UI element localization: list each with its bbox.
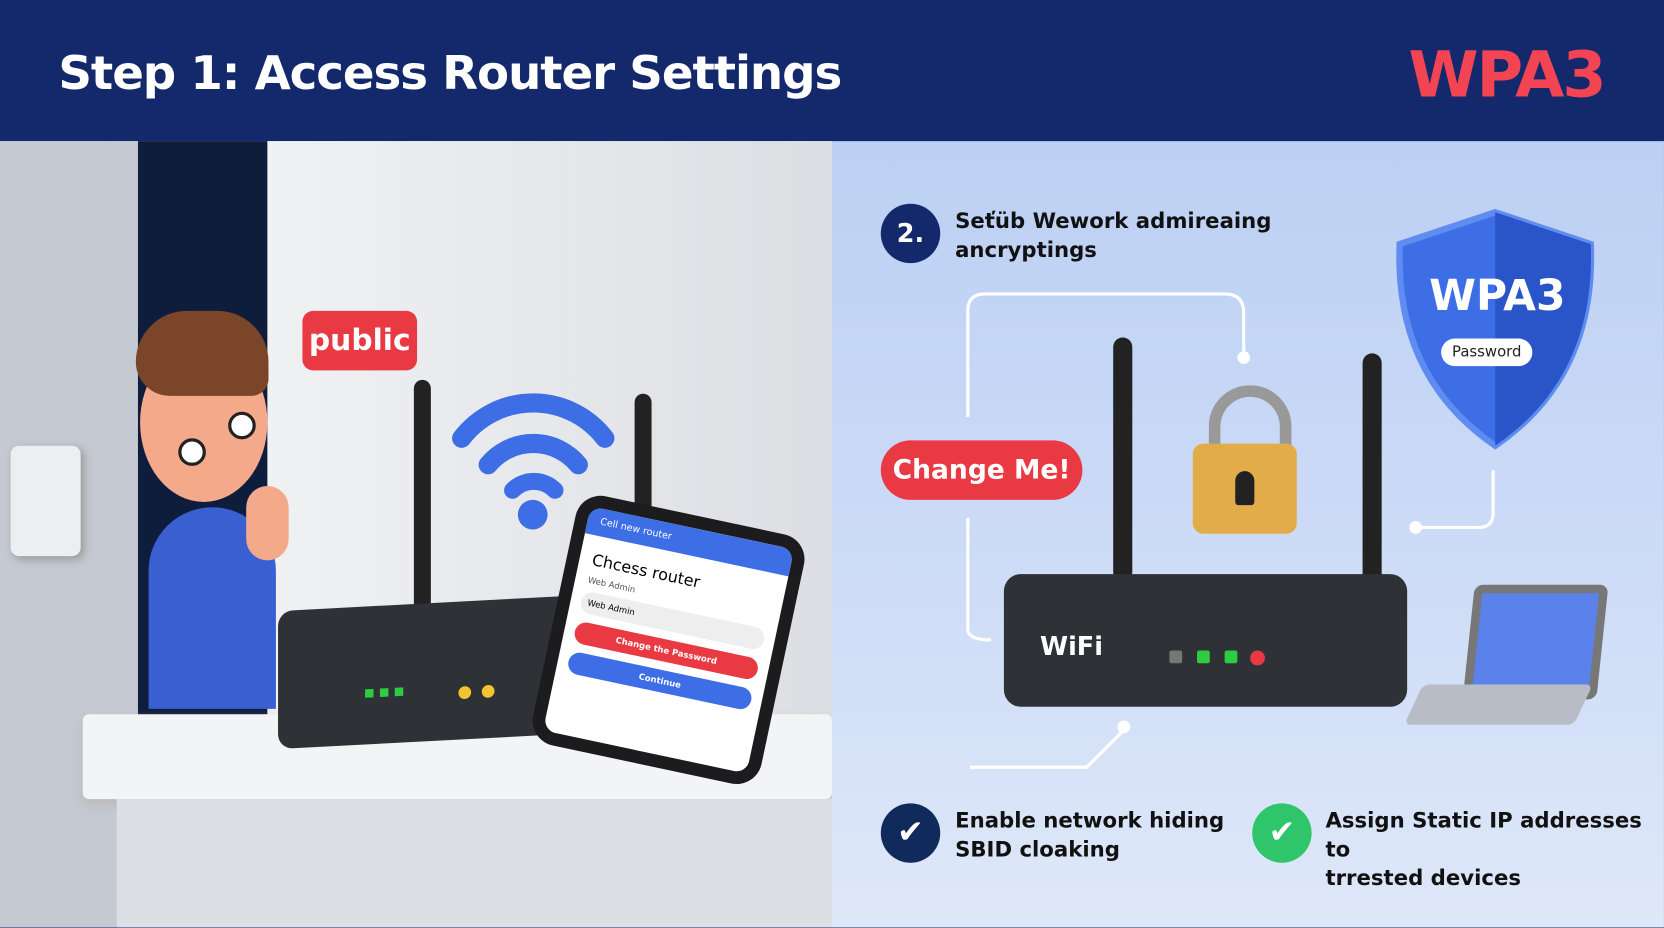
left-scene: public Cell new router Chcess router Web… xyxy=(0,141,832,928)
page-title: Step 1: Access Router Settings xyxy=(58,46,842,101)
person-eye xyxy=(178,438,206,466)
check-item: Assign Static IP addresses to trrested d… xyxy=(1325,807,1664,893)
router-wifi-label: WiFi xyxy=(1039,631,1103,662)
shield-password-label: Password xyxy=(1441,338,1533,367)
antenna xyxy=(1113,337,1133,582)
table-body xyxy=(116,799,832,928)
shield-title: WPA3 xyxy=(1429,271,1566,321)
antenna xyxy=(1362,353,1382,598)
laptop-icon xyxy=(1462,584,1609,700)
step-text-line: Seťüb Wework admireaing xyxy=(955,207,1272,234)
check-icon: ✔ xyxy=(880,803,941,863)
person-hand xyxy=(246,486,289,561)
person-hair xyxy=(135,310,269,396)
brand-wpa3: WPA3 xyxy=(1408,38,1606,113)
public-badge: public xyxy=(302,310,418,371)
check-text: SBID cloaking xyxy=(955,836,1120,862)
check-item: Enable network hiding SBID cloaking xyxy=(955,807,1224,864)
led xyxy=(1250,650,1265,666)
right-scene: 2. Seťüb Wework admireaing ancryptings C… xyxy=(831,141,1664,928)
step-text: Seťüb Wework admireaing ancryptings xyxy=(955,207,1271,264)
header-bar: Step 1: Access Router Settings WPA3 xyxy=(0,0,1664,142)
led xyxy=(1169,650,1183,664)
step-text-line: ancryptings xyxy=(955,236,1097,263)
keyhole xyxy=(1235,471,1255,506)
check-text: Assign Static IP addresses to xyxy=(1325,807,1642,862)
check-text: Enable network hiding xyxy=(955,807,1225,834)
step-number: 2. xyxy=(880,203,941,264)
wifi-icon xyxy=(452,393,615,530)
antenna xyxy=(413,379,431,624)
person-eye xyxy=(228,411,256,440)
status-leds xyxy=(365,688,374,698)
led xyxy=(1197,650,1210,664)
status-leds xyxy=(458,685,472,700)
lock-icon xyxy=(1192,443,1297,534)
laptop-keyboard xyxy=(1404,684,1593,725)
router-right: WiFi xyxy=(1003,574,1408,707)
shield-icon xyxy=(1396,208,1595,450)
check-text: trrested devices xyxy=(1325,864,1521,891)
light-switch xyxy=(10,445,81,557)
check-icon: ✔ xyxy=(1252,803,1312,863)
lock-shackle xyxy=(1208,385,1292,472)
change-me-button[interactable]: Change Me! xyxy=(880,440,1083,500)
connector-lines xyxy=(966,292,1495,769)
